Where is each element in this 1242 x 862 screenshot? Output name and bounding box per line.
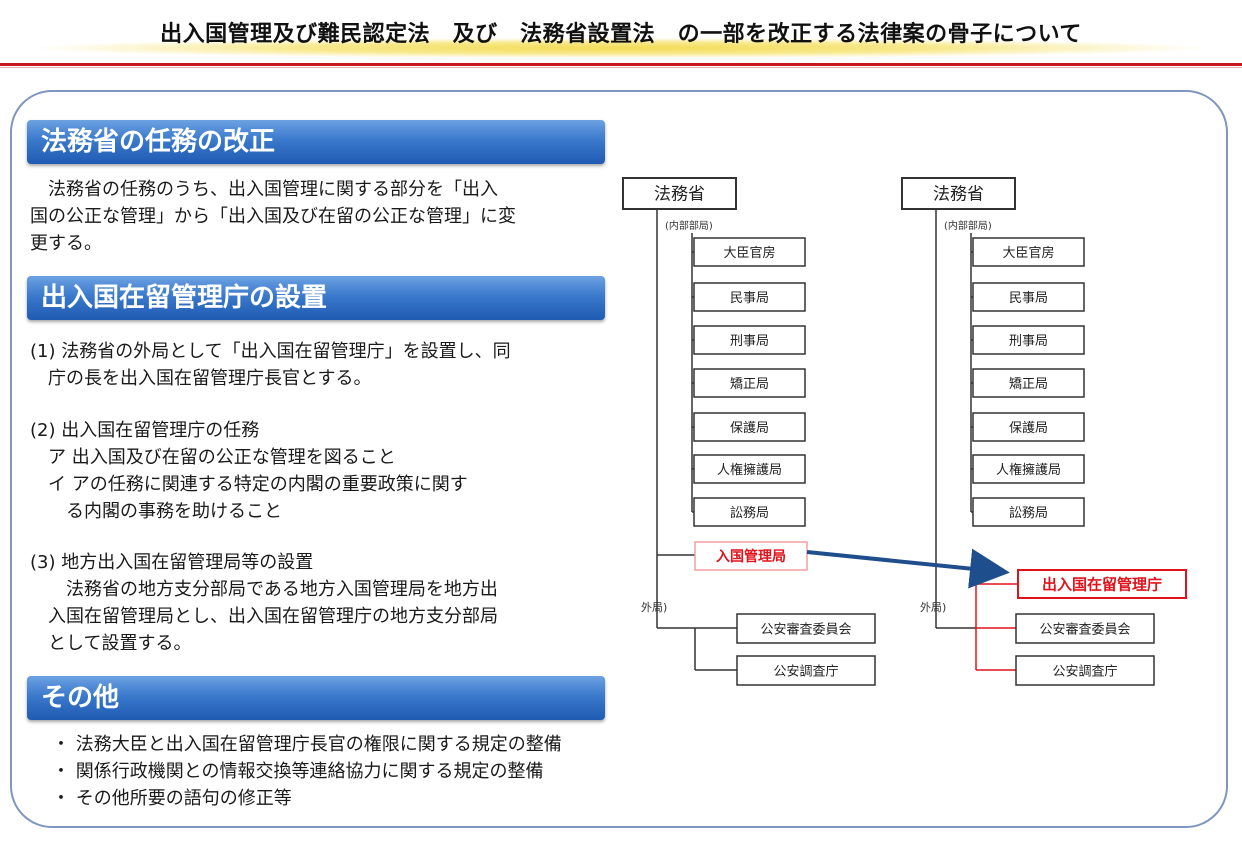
section-heading-other: その他 [27,676,605,720]
org-dept-box-label: 保護局 [1009,420,1048,436]
page-title: 出入国管理及び難民認定法 及び 法務省設置法 の一部を改正する法律案の骨子につい… [160,22,1082,47]
org-dept-box [693,454,806,484]
bullet-item: ・ 関係行政機関との情報交換等連絡協力に関する規定の整備 [52,761,544,782]
org-dept-box [693,325,806,355]
org-dept-box-label: 訟務局 [1009,505,1048,521]
task-revision-text: 法務省の任務のうち、出入国管理に関する部分を「出入 国の公正な管理」から「出入国… [30,176,600,257]
agency-item-1: (1) 法務省の外局として「出入国在留管理庁」を設置し、同 庁の長を出入国在留管… [30,338,600,392]
external-label: 外局) [920,601,946,614]
text-line: 入国在留管理局とし、出入国在留管理庁の地方支分部局 [30,606,498,627]
org-dept-box-label: 矯正局 [1009,377,1048,392]
agency-item-3: (3) 地方出入国在留管理局等の設置 法務省の地方支分部局である地方入国管理局を… [30,549,600,657]
org-dept-box-label: 大臣官房 [723,245,775,261]
org-external-box [736,655,876,686]
text-line: (1) 法務省の外局として「出入国在留管理庁」を設置し、同 [30,341,511,362]
section-heading-agency-setup: 出入国在留管理庁の設置 [27,276,605,320]
org-root-box [622,177,737,210]
org-dept-box-label: 訟務局 [730,505,769,521]
text-line: 法務省の任務のうち、出入国管理に関する部分を「出入 [30,179,498,200]
text-line: ア 出入国及び在留の公正な管理を図ること [30,447,396,468]
org-dept-box-label: 民事局 [730,291,769,306]
bullet-item: ・ その他所要の語句の修正等 [52,788,292,809]
title-divider-shadow [0,67,1242,68]
org-dept-box-label: 保護局 [730,420,769,436]
org-dept-box-label: 人権擁護局 [996,462,1061,478]
org-root-box-label: 法務省 [654,185,705,205]
org-dept-box [693,497,806,527]
org-dept-box [693,368,806,398]
org-root-box-label: 法務省 [933,185,984,205]
bullet-item: ・ 法務大臣と出入国在留管理庁長官の権限に関する規定の整備 [52,734,562,755]
text-line: イ アの任務に関連する特定の内閣の重要政策に関す [30,474,468,495]
title-highlight [40,38,1200,58]
org-dept-box-label: 人権擁護局 [717,462,782,478]
org-dept-box [693,412,806,442]
org-root-box [901,177,1016,210]
title-banner: 出入国管理及び難民認定法 及び 法務省設置法 の一部を改正する法律案の骨子につい… [0,0,1242,70]
section-heading-task-revision: 法務省の任務の改正 [27,120,605,164]
org-external-box [736,613,876,644]
org-dept-box-label: 矯正局 [730,377,769,392]
text-line: る内閣の事務を助けること [30,501,282,522]
org-highlight-box [1017,569,1187,599]
text-line: 庁の長を出入国在留管理庁長官とする。 [30,368,372,389]
org-external-box-label: 公安審査委員会 [1039,623,1130,638]
title-divider [0,63,1242,66]
text-line: (3) 地方出入国在留管理局等の設置 [30,552,314,573]
org-highlight-box [694,541,808,571]
org-dept-box [972,282,1085,312]
external-label: 外局) [641,601,667,614]
org-dept-box [972,497,1085,527]
text-line: 国の公正な管理」から「出入国及び在留の公正な管理」に変 [30,206,516,227]
org-dept-box [972,237,1085,267]
org-external-box [1015,613,1155,644]
text-line: 法務省の地方支分部局である地方入国管理局を地方出 [30,579,498,600]
org-dept-box-label: 大臣官房 [1002,245,1054,261]
org-highlight-box-label: 出入国在留管理庁 [1042,575,1162,593]
org-highlight-box-label: 入国管理局 [716,548,786,565]
org-dept-box-label: 民事局 [1009,291,1048,306]
agency-item-2: (2) 出入国在留管理庁の任務 ア 出入国及び在留の公正な管理を図ること イ ア… [30,417,600,525]
org-dept-box-label: 刑事局 [730,334,769,349]
internal-label: (内部部局) [944,219,992,232]
org-external-box-label: 公安審査委員会 [760,623,851,638]
org-external-box-label: 公安調査庁 [1052,665,1117,680]
other-bullets: ・ 法務大臣と出入国在留管理庁長官の権限に関する規定の整備 ・ 関係行政機関との… [52,731,622,812]
org-dept-box [972,412,1085,442]
text-line: 更する。 [30,233,102,254]
org-external-box [1015,655,1155,686]
org-dept-box-label: 刑事局 [1009,334,1048,349]
org-dept-box [972,368,1085,398]
org-dept-box [693,282,806,312]
transition-arrow [806,548,1010,589]
internal-label: (内部部局) [665,219,713,232]
org-dept-box [693,237,806,267]
org-dept-box [972,454,1085,484]
org-dept-box [972,325,1085,355]
text-line: として設置する。 [30,633,192,654]
text-line: (2) 出入国在留管理庁の任務 [30,420,260,441]
org-external-box-label: 公安調査庁 [773,665,838,680]
